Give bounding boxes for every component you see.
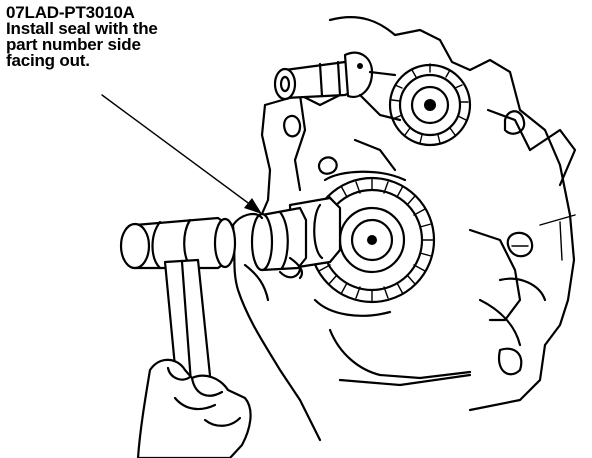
callout-note: 07LAD-PT3010A Install seal with the part… bbox=[6, 3, 246, 70]
hammer-head bbox=[119, 216, 237, 270]
instruction-line-1: Install seal with the bbox=[6, 19, 158, 38]
instruction-line-3: facing out. bbox=[6, 51, 90, 70]
engine-block bbox=[253, 16, 577, 412]
camshaft-pulley bbox=[388, 63, 472, 147]
instruction-line-2: part number side bbox=[6, 35, 141, 54]
seal-installer-driver bbox=[250, 206, 308, 279]
camshaft-end bbox=[273, 51, 402, 122]
tool-part-number: 07LAD-PT3010A bbox=[6, 3, 135, 22]
leader-arrow bbox=[101, 94, 262, 214]
hand-holding-hammer bbox=[136, 358, 252, 458]
